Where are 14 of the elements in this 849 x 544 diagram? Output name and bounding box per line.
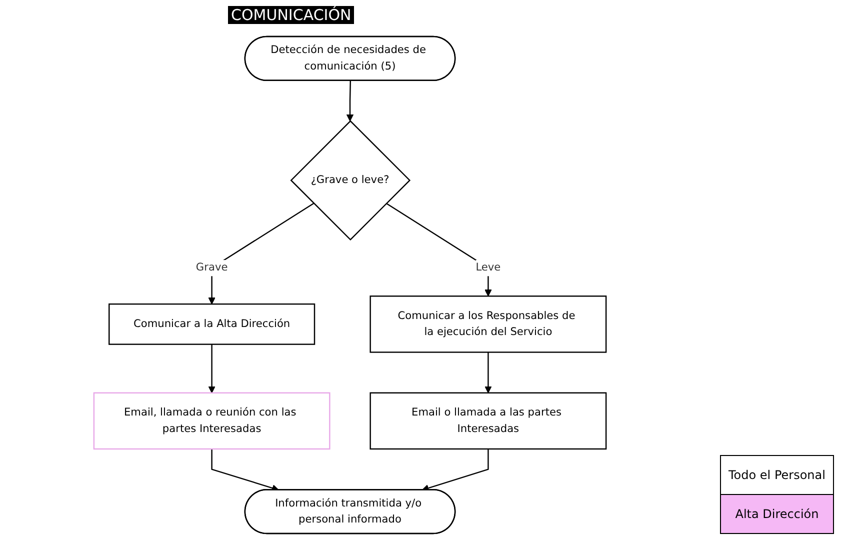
edge-label: Leve [476,262,501,274]
node-box: Email, llamada o reunión con las partes Interesadas [93,392,330,450]
arrow [208,344,216,394]
node-box: Email o llamada a las partes Interesadas [370,392,607,450]
node-diamond: ¿Grave o leve? [290,120,411,240]
node-box: Comunicar a la Alta Dirección [108,303,316,345]
arrow [422,448,489,492]
arrow [346,80,354,122]
node-box: Comunicar a los Responsables de la ejecución del Servicio [370,296,607,353]
legend-label: Alta Dirección [735,507,819,521]
arrow [484,352,492,394]
diagram-title: COMUNICACIÓN [228,6,354,24]
legend-label: Todo el Personal [728,468,826,482]
edge-label: Grave [196,262,228,274]
